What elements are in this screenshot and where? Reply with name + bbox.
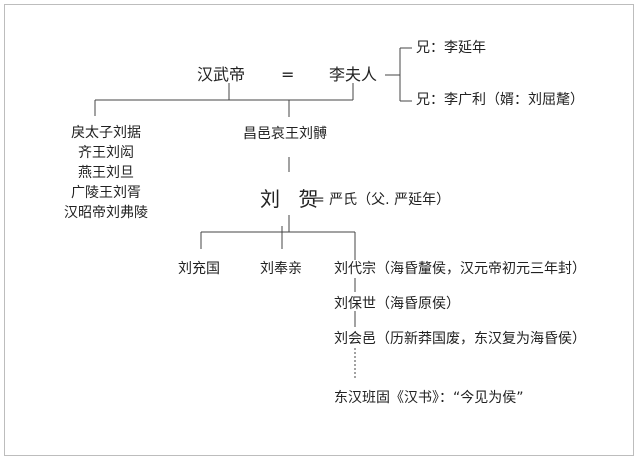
spouse-name: = 严氏（父. 严延年） <box>313 192 451 208</box>
half-sibling: 广陵王刘胥 <box>71 185 141 201</box>
father-name: 昌邑哀王刘髆 <box>243 126 327 142</box>
half-sibling: 齐王刘闳 <box>78 145 134 161</box>
subject-name: 刘 贺 <box>260 187 325 211</box>
half-sibling: 汉昭帝刘弗陵 <box>64 205 148 221</box>
child-3: 刘代宗（海昏釐侯，汉元帝初元三年封） <box>334 261 586 277</box>
historical-note: 东汉班固《汉书》：“今见为侯” <box>334 390 524 406</box>
emperor-name: 汉武帝 <box>197 65 246 84</box>
descendant-2: 刘会邑（历新莽国废，东汉复为海昏侯） <box>334 331 586 347</box>
half-sibling: 燕王刘旦 <box>78 165 134 181</box>
diagram-frame <box>4 4 634 456</box>
brother-1: 兄：李延年 <box>416 40 486 56</box>
brother-bracket <box>385 47 412 102</box>
half-sibling-list: 戾太子刘据 齐王刘闳 燕王刘旦 广陵王刘胥 汉昭帝刘弗陵 <box>56 123 156 223</box>
child-2: 刘奉亲 <box>260 261 302 277</box>
child-1: 刘充国 <box>178 261 220 277</box>
descendant-1: 刘保世（海昏原侯） <box>334 296 460 312</box>
brother-2: 兄：李广利（婿：刘屈氂） <box>416 92 584 108</box>
marriage-equals: = <box>281 65 295 84</box>
consort-name: 李夫人 <box>329 65 378 84</box>
half-sibling: 戾太子刘据 <box>71 125 141 141</box>
